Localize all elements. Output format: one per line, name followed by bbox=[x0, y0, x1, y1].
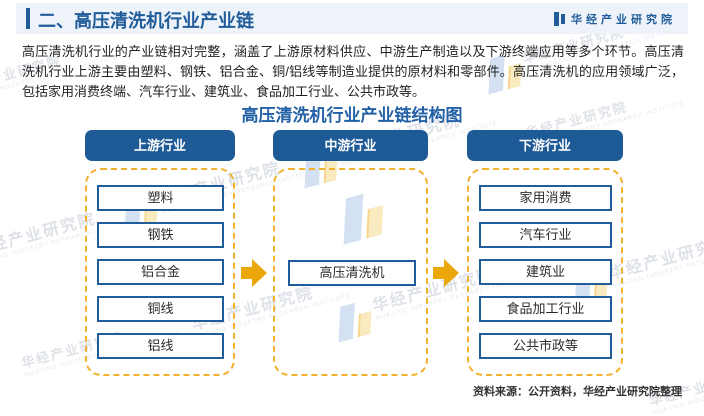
chain-item-downstream-2: 建筑业 bbox=[479, 259, 612, 285]
page-title: 二、高压清洗机行业产业链 bbox=[38, 11, 254, 31]
watermark-text: 华经产业研究院 bbox=[647, 367, 704, 409]
diagram-title: 高压清洗机行业产业链结构图 bbox=[241, 106, 463, 125]
chain-item-downstream-4: 公共市政等 bbox=[479, 333, 612, 359]
column-header-midstream: 中游行业 bbox=[273, 130, 428, 161]
chain-item-upstream-1: 钢铁 bbox=[97, 222, 224, 248]
chain-item-upstream-0: 塑料 bbox=[97, 185, 224, 211]
downstream-container: 家用消费汽车行业建筑业食品加工行业公共市政等 bbox=[467, 168, 623, 376]
brand-name: 华经产业研究院 bbox=[571, 14, 676, 26]
report-page: 华经产业研究院 HUAJING INDUSTRY RESEARCH INSTITU… bbox=[0, 3, 704, 416]
chain-item-downstream-1: 汽车行业 bbox=[479, 222, 612, 248]
header-band: 二、高压清洗机行业产业链 华经产业研究院 bbox=[16, 3, 688, 34]
upstream-container: 塑料钢铁铝合金铜线铝线 bbox=[85, 168, 235, 376]
brand-logo: 华经产业研究院 bbox=[554, 11, 676, 27]
chain-item-upstream-2: 铝合金 bbox=[97, 259, 224, 285]
arrow-right-icon bbox=[433, 259, 459, 287]
column-header-downstream: 下游行业 bbox=[467, 130, 623, 161]
chain-item-upstream-4: 铝线 bbox=[97, 333, 224, 359]
arrow-right-icon bbox=[241, 259, 267, 287]
midstream-container: 高压清洗机 bbox=[273, 168, 428, 376]
intro-paragraph: 高压清洗机行业的产业链相对完整，涵盖了上游原材料供应、中游生产制造以及下游终端应… bbox=[22, 44, 684, 99]
watermark-subtext: HUAJING INDUSTRY RESEARCH INSTITUTE bbox=[611, 242, 704, 290]
column-header-upstream: 上游行业 bbox=[85, 130, 235, 161]
chain-item-downstream-3: 食品加工行业 bbox=[479, 296, 612, 322]
chain-item-downstream-0: 家用消费 bbox=[479, 185, 612, 211]
source-note: 资料来源：公开资料，华经产业研究院整理 bbox=[473, 386, 682, 398]
chain-item-upstream-3: 铜线 bbox=[97, 296, 224, 322]
brand-logo-icon bbox=[554, 12, 565, 26]
chain-item-midstream-0: 高压清洗机 bbox=[288, 260, 416, 286]
title-accent-bar bbox=[26, 8, 30, 29]
